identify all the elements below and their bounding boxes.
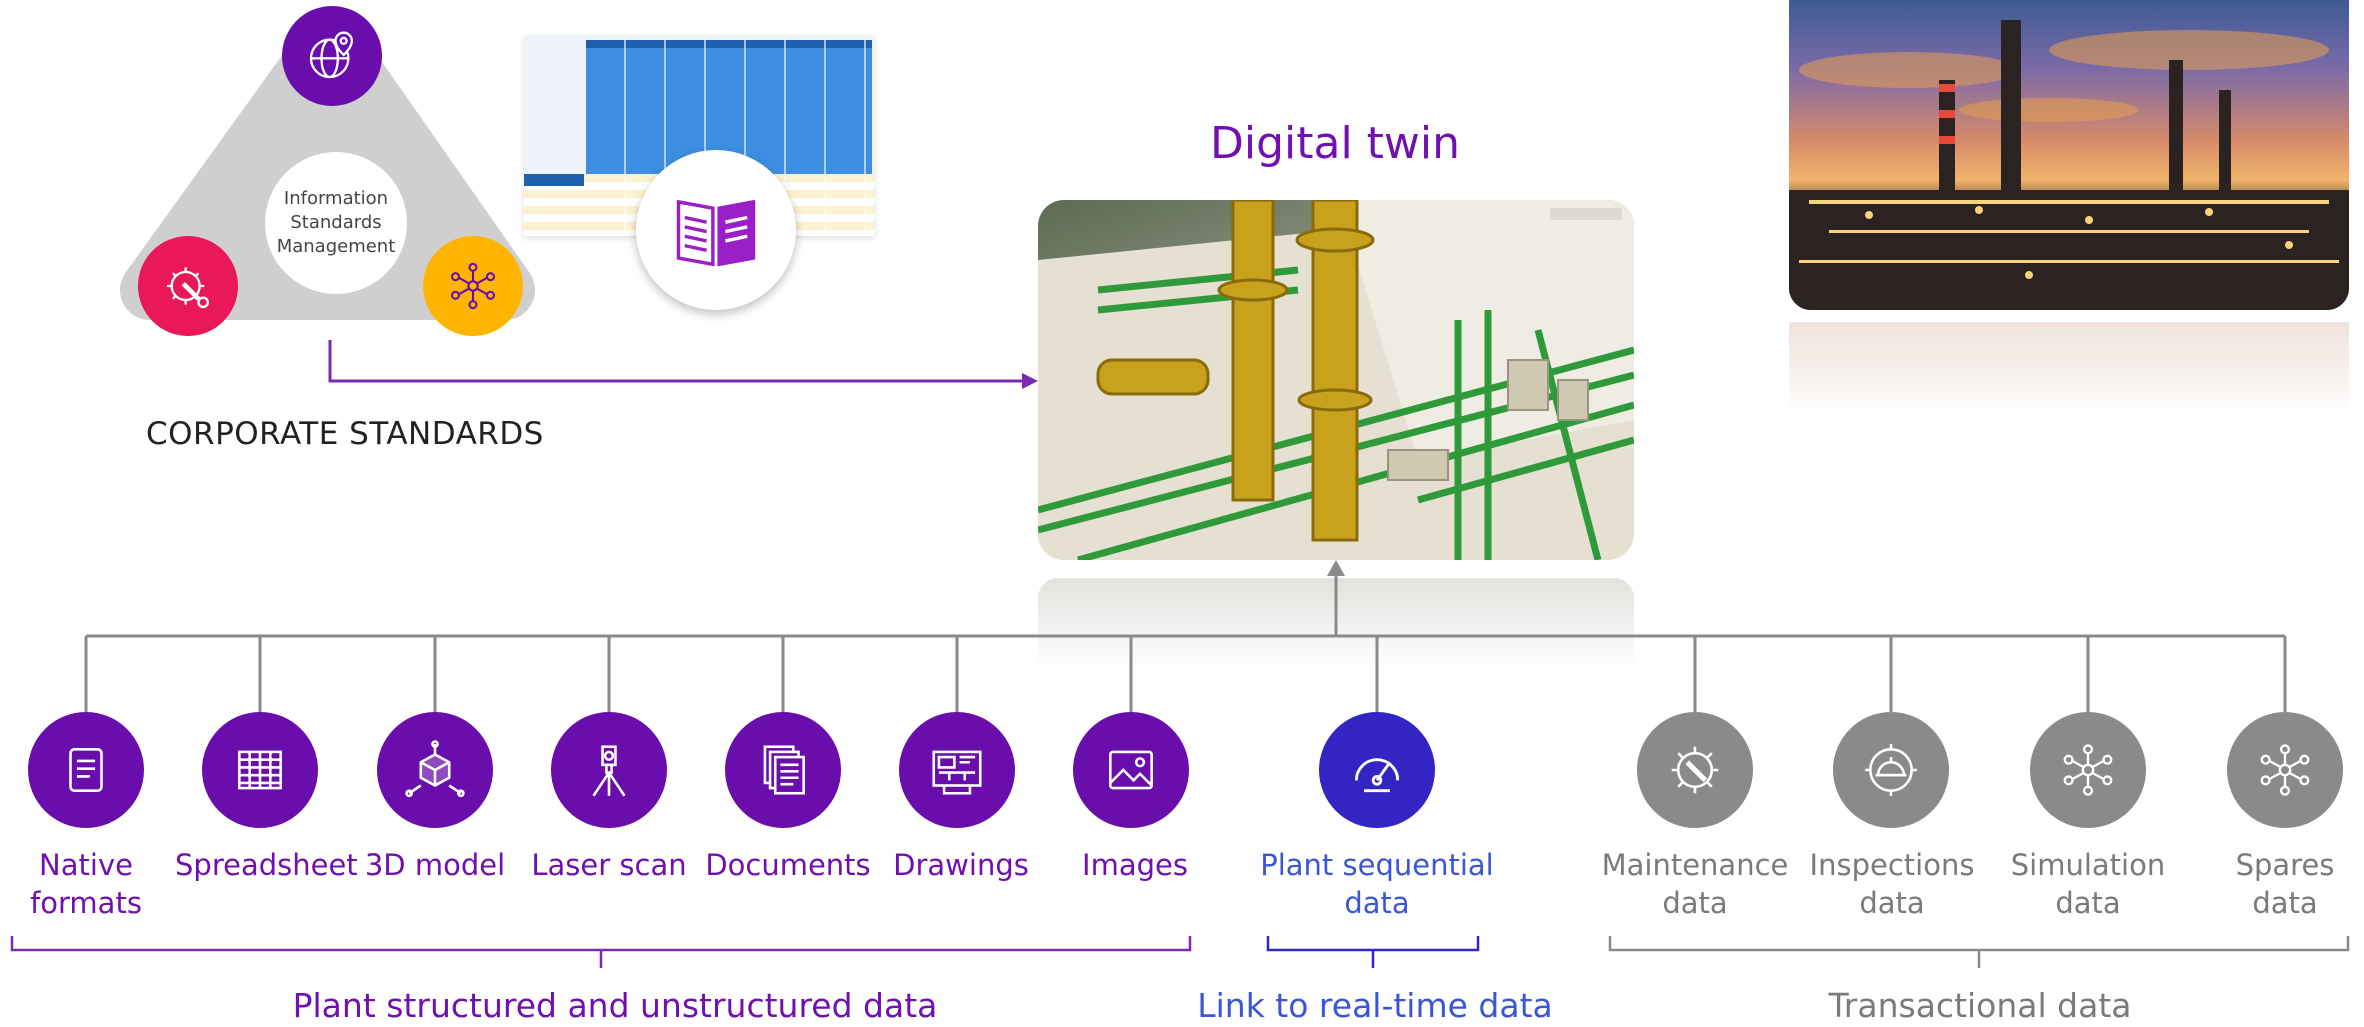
source-label-laser-scan: Laser scan: [531, 848, 687, 882]
documents-icon: [725, 712, 841, 828]
source-label-native-formats: Native formats: [30, 848, 142, 920]
source-label-spreadsheet: Spreadsheet: [175, 848, 358, 882]
refinery-photo-reflection: [1789, 322, 2349, 417]
source-label-spares-data: Spares data: [2235, 848, 2335, 920]
cube-model-icon: [377, 712, 493, 828]
open-book-icon: [636, 150, 796, 310]
group-title-realtime: Link to real-time data: [1197, 986, 1553, 1025]
wrench-gear-icon: [138, 236, 238, 336]
source-label-drawings: Drawings: [893, 848, 1029, 882]
group-title-structured: Plant structured and unstructured data: [292, 986, 938, 1025]
source-label-3d-model: 3D model: [364, 848, 506, 882]
gear-wrench-icon: [1637, 712, 1753, 828]
digital-twin-3d-view[interactable]: [1038, 200, 1634, 560]
digital-twin-reflection: [1038, 578, 1634, 668]
digital-twin-title: Digital twin: [1209, 118, 1461, 169]
source-label-inspections-data: Inspections data: [1809, 848, 1975, 920]
network-brain-icon: [2030, 712, 2146, 828]
network-brain-icon: [2227, 712, 2343, 828]
corporate-standards-title: CORPORATE STANDARDS: [146, 416, 544, 452]
group-title-transactional: Transactional data: [1828, 986, 2132, 1025]
drawing-icon: [899, 712, 1015, 828]
source-label-images: Images: [1082, 848, 1188, 882]
document-icon: [28, 712, 144, 828]
information-standards-management-label: Information Standards Management: [265, 152, 407, 294]
source-label-maintenance-data: Maintenance data: [1601, 848, 1789, 920]
spreadsheet-icon: [202, 712, 318, 828]
source-label-plant-sequential-data: Plant sequential data: [1260, 848, 1494, 920]
network-brain-icon: [423, 236, 523, 336]
gauge-icon: [1319, 712, 1435, 828]
globe-location-icon: [282, 6, 382, 106]
source-label-simulation-data: Simulation data: [2010, 848, 2166, 920]
refinery-photo: [1789, 0, 2349, 310]
image-icon: [1073, 712, 1189, 828]
laser-scanner-icon: [551, 712, 667, 828]
hardhat-gear-icon: [1833, 712, 1949, 828]
source-label-documents: Documents: [705, 848, 871, 882]
